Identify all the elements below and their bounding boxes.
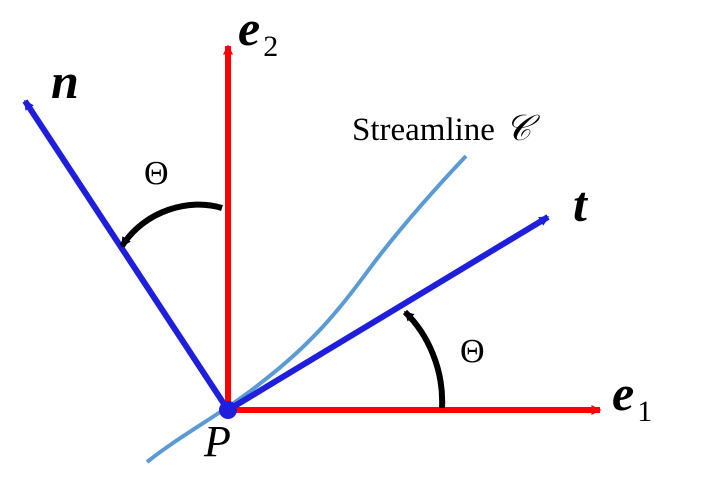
tangent-label: t: [573, 176, 589, 232]
origin-point: [219, 401, 237, 419]
theta-arc-upper: [119, 201, 223, 248]
streamline-label: Streamline 𝒞: [352, 108, 541, 148]
normal-vector-arrow: [22, 99, 231, 412]
tangent-vector-arrow: [226, 214, 550, 413]
streamline-curve: [145, 154, 468, 464]
normal-label: n: [51, 53, 79, 109]
theta-label-lower: Θ: [460, 333, 485, 370]
theta-label-upper: Θ: [144, 155, 169, 192]
theta-arc-lower: [402, 309, 446, 409]
origin-label: P: [203, 417, 231, 466]
